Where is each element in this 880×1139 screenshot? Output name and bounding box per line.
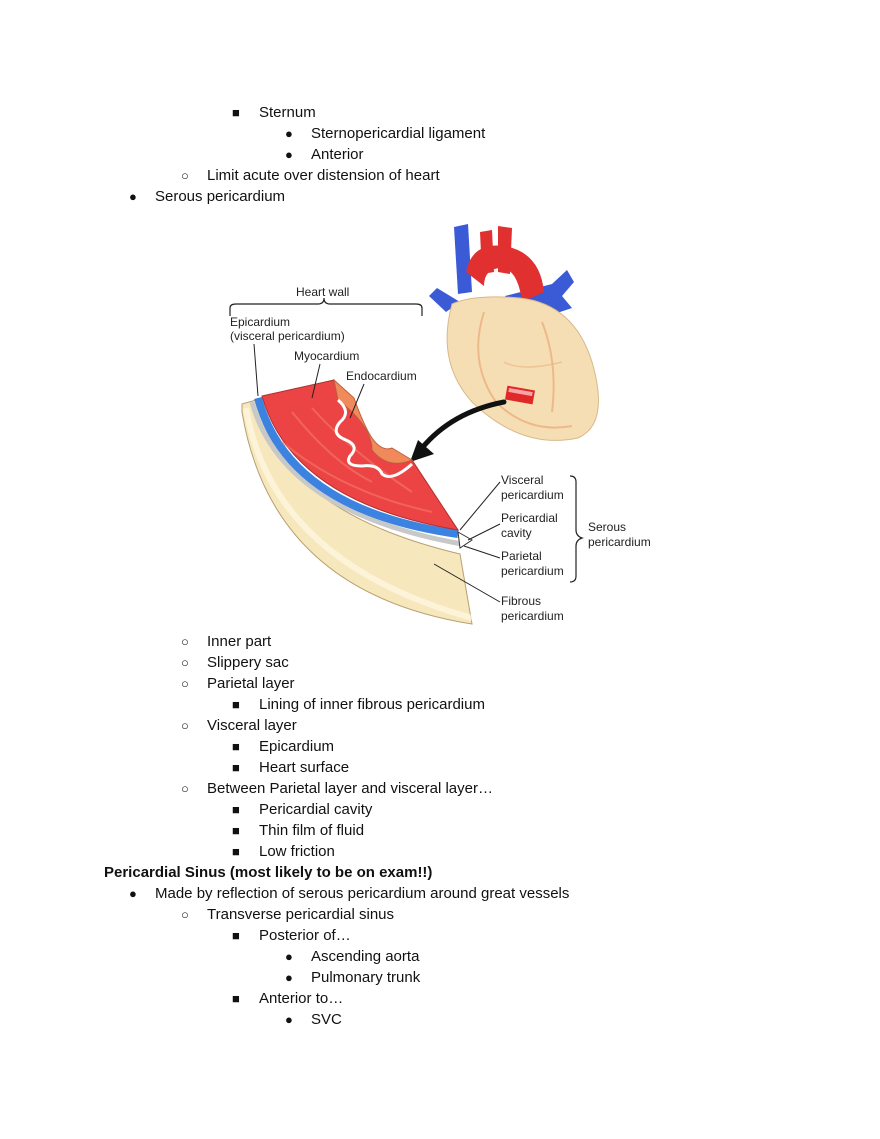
square-bullet-icon: ■ [232,844,240,859]
heart-wall-brace [229,297,423,316]
list-item-pericardial-cavity: Pericardial cavity [259,801,373,818]
label-epicardium: Epicardium [230,315,290,329]
list-item-thin-film: Thin film of fluid [259,822,365,839]
list-item-svc: SVC [311,1011,342,1028]
disc-bullet-icon: ● [285,1012,293,1027]
label-visceral-pericardium: pericardium [501,488,564,502]
circle-bullet-icon: ○ [181,718,189,733]
label-serous: Serous [588,520,626,534]
list-item-anterior: Anterior [311,146,364,163]
square-bullet-icon: ■ [232,928,240,943]
section-heading-pericardial-sinus: Pericardial Sinus (most likely to be on … [104,864,433,881]
list-item-heart-surface: Heart surface [259,759,350,776]
list-item-visceral-layer: Visceral layer [207,717,297,734]
disc-bullet-icon: ● [129,189,137,204]
serous-brace [569,475,584,583]
list-item-slippery-sac: Slippery sac [207,654,289,671]
label-heart-wall: Heart wall [296,285,349,299]
label-pericardial: Pericardial [501,511,558,525]
list-item-parietal-layer: Parietal layer [207,675,295,692]
square-bullet-icon: ■ [232,739,240,754]
label-cavity: cavity [501,526,532,540]
list-item-made-by-reflection: Made by reflection of serous pericardium… [155,885,570,902]
label-parietal: Parietal [501,549,542,563]
list-item-lining: Lining of inner fibrous pericardium [259,696,485,713]
label-fibrous-pericardium: pericardium [501,609,564,623]
disc-bullet-icon: ● [285,147,293,162]
label-myocardium: Myocardium [294,349,359,363]
list-item-pulmonary-trunk: Pulmonary trunk [311,969,421,986]
disc-bullet-icon: ● [285,970,293,985]
heart-wall-diagram: Heart wall Epicardium (visceral pericard… [229,224,651,625]
disc-bullet-icon: ● [285,126,293,141]
circle-bullet-icon: ○ [181,168,189,183]
list-item-inner-part: Inner part [207,633,272,650]
square-bullet-icon: ■ [232,697,240,712]
label-fibrous: Fibrous [501,594,541,608]
heart-illustration [429,224,599,441]
square-bullet-icon: ■ [232,105,240,120]
list-item-anterior-to: Anterior to… [259,990,344,1007]
list-item-sternopericardial-ligament: Sternopericardial ligament [311,125,486,142]
list-item-low-friction: Low friction [259,843,335,860]
label-visceral-pericardium-paren: (visceral pericardium) [230,329,345,343]
list-item-ascending-aorta: Ascending aorta [311,948,420,965]
list-item-sternum: Sternum [259,104,316,121]
circle-bullet-icon: ○ [181,634,189,649]
circle-bullet-icon: ○ [181,655,189,670]
circle-bullet-icon: ○ [181,676,189,691]
list-item-posterior-of: Posterior of… [259,927,351,944]
wall-cross-section [241,378,473,625]
list-item-between-layers: Between Parietal layer and visceral laye… [207,780,493,797]
label-endocardium: Endocardium [346,369,417,383]
label-parietal-pericardium: pericardium [501,564,564,578]
disc-bullet-icon: ● [129,886,137,901]
square-bullet-icon: ■ [232,991,240,1006]
list-item-limit-distension: Limit acute over distension of heart [207,167,440,184]
square-bullet-icon: ■ [232,823,240,838]
circle-bullet-icon: ○ [181,781,189,796]
circle-bullet-icon: ○ [181,907,189,922]
list-item-transverse-sinus: Transverse pericardial sinus [207,906,395,923]
arrow-icon [410,399,507,462]
disc-bullet-icon: ● [285,949,293,964]
square-bullet-icon: ■ [232,760,240,775]
label-serous-pericardium: pericardium [588,535,651,549]
list-item-epicardium: Epicardium [259,738,335,755]
square-bullet-icon: ■ [232,802,240,817]
label-visceral: Visceral [501,473,543,487]
list-item-serous-pericardium: Serous pericardium [155,188,286,205]
